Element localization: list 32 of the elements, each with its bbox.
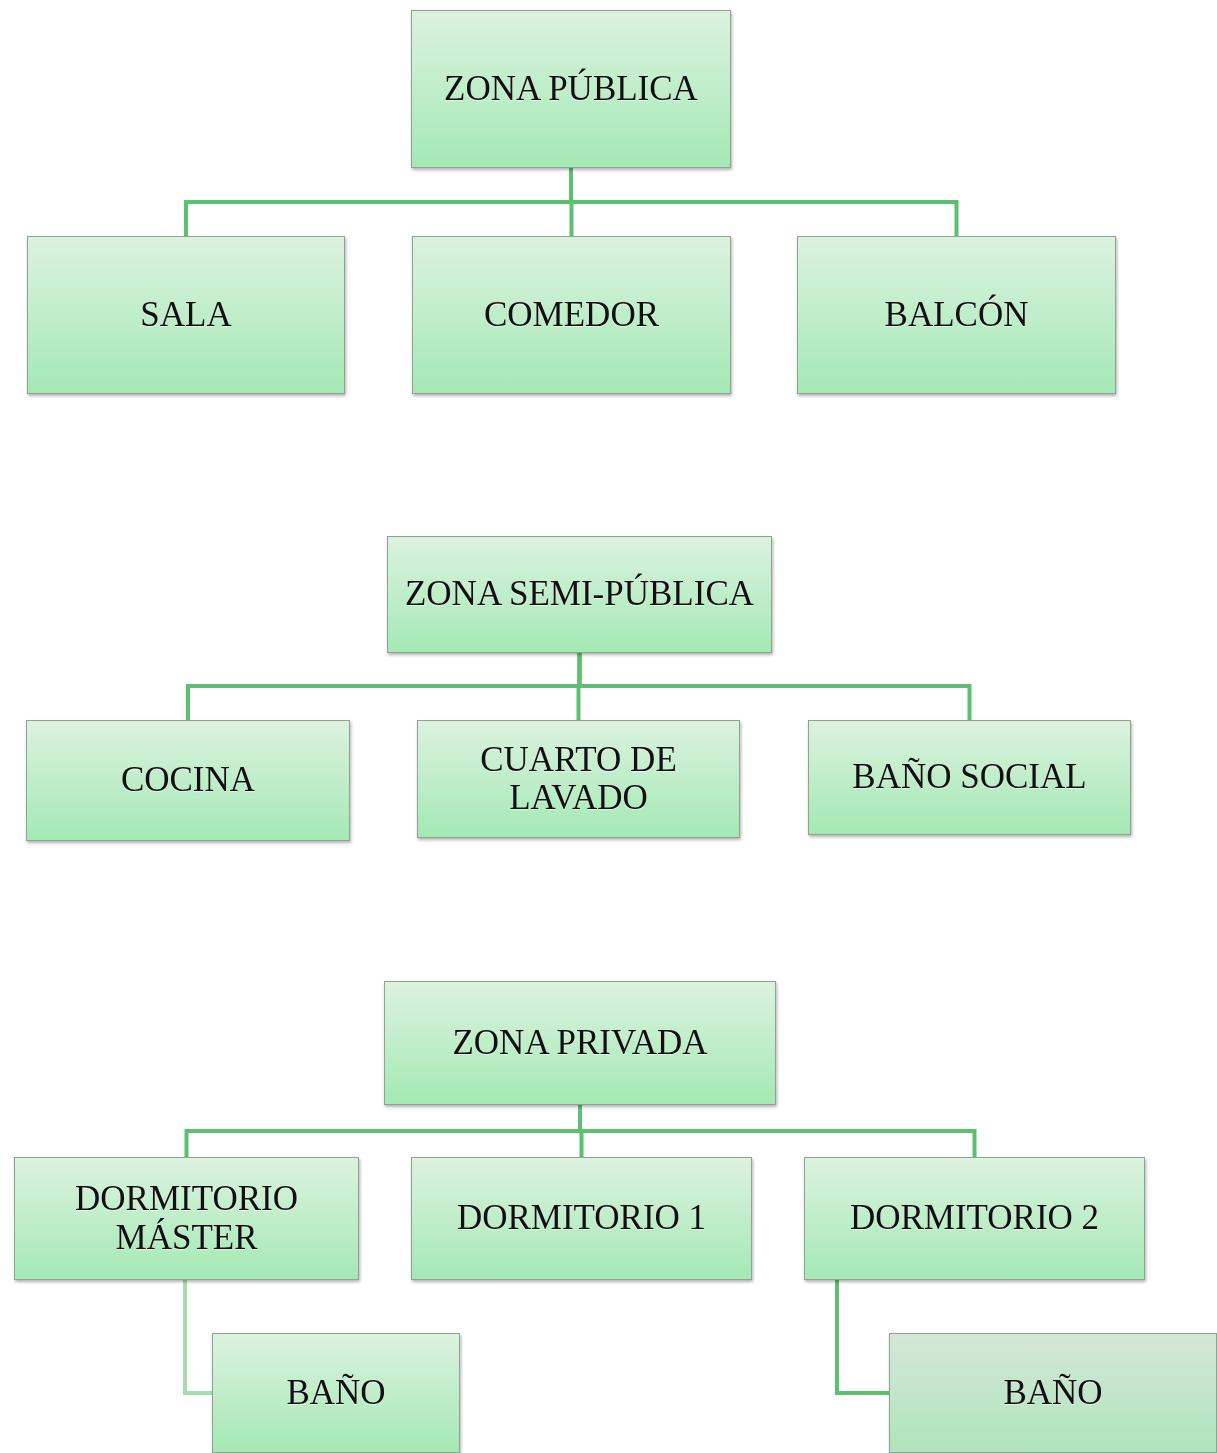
box-label: BAÑO — [286, 1373, 386, 1413]
zone-box — [889, 1333, 1217, 1453]
box-label: SALA — [140, 295, 232, 335]
box-label: DORMITORIO MÁSTER — [74, 1180, 299, 1257]
zone-box — [411, 10, 731, 168]
connector-line — [183, 1280, 212, 1395]
zone-box — [14, 1157, 359, 1280]
zone-box — [412, 236, 731, 394]
box-label: DORMITORIO 2 — [849, 1199, 1100, 1238]
box-label: BALCÓN — [884, 295, 1029, 335]
zone-box — [804, 1157, 1145, 1280]
zone-box — [26, 720, 350, 841]
box-label: DORMITORIO 1 — [456, 1199, 707, 1238]
box-label: BAÑO SOCIAL — [852, 758, 1087, 797]
box-label: ZONA SEMI-PÚBLICA — [404, 575, 754, 614]
box-label: COMEDOR — [484, 295, 659, 335]
zone-box — [797, 236, 1116, 394]
connector-line — [835, 1280, 889, 1395]
zone-box — [417, 720, 740, 838]
zone-box — [212, 1333, 460, 1453]
zone-box — [27, 236, 345, 394]
zone-box — [808, 720, 1131, 835]
connector-line — [577, 653, 972, 720]
zone-box — [384, 981, 776, 1105]
box-label: COCINA — [120, 761, 256, 800]
box-label: ZONA PRIVADA — [452, 1023, 708, 1063]
zone-box — [411, 1157, 752, 1280]
box-label: BAÑO — [1003, 1373, 1103, 1413]
box-label: CUARTO DE LAVADO — [479, 740, 678, 818]
connector-line — [569, 168, 959, 236]
box-label: ZONA PÚBLICA — [444, 69, 698, 109]
zone-box — [387, 536, 772, 653]
